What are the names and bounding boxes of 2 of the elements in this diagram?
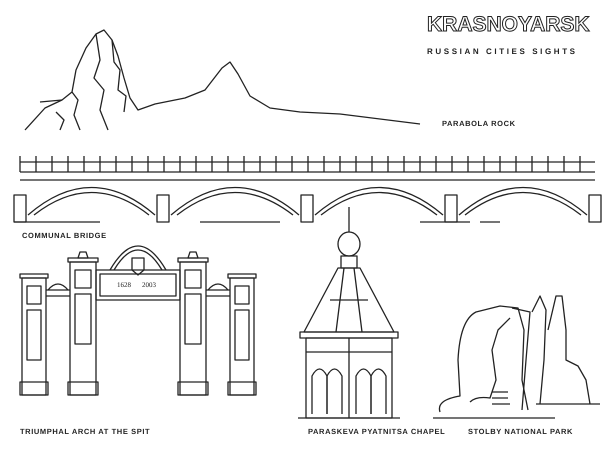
title: KRASNOYARSK (427, 14, 590, 35)
subtitle: RUSSIAN CITIES SIGHTS (427, 48, 578, 56)
